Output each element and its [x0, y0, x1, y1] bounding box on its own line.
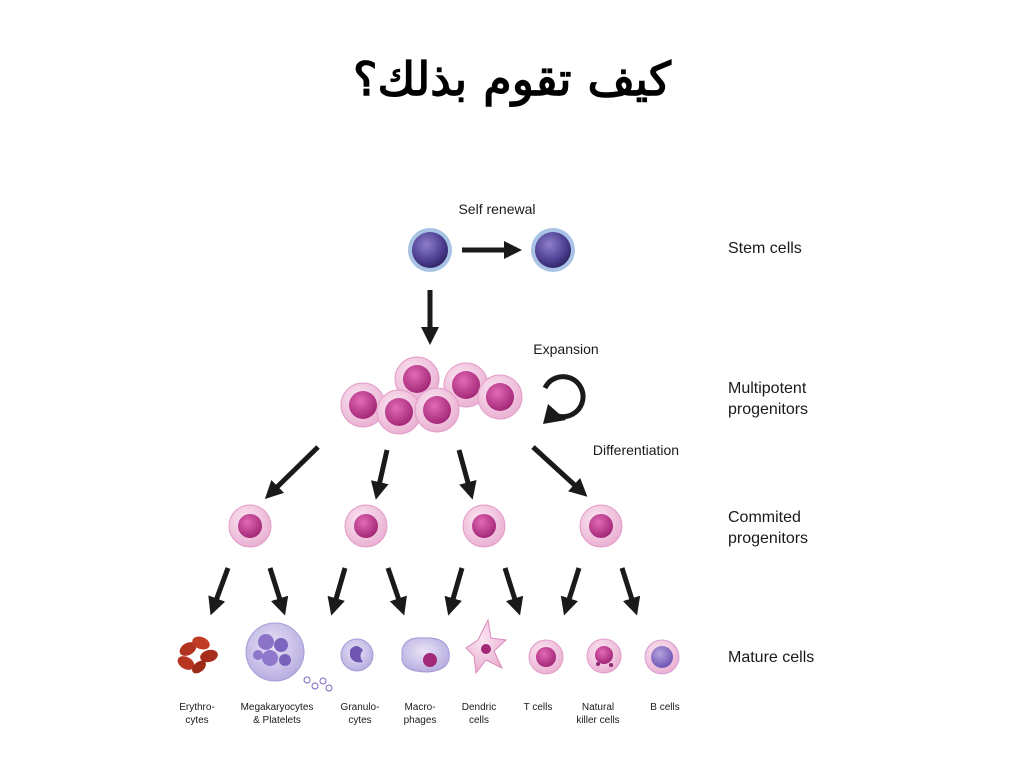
- row-label-committed-1: Commited: [728, 509, 801, 526]
- committed-progenitor: [344, 504, 388, 548]
- mature-label-t-cells-1: T cells: [524, 702, 553, 713]
- committed-progenitor: [228, 504, 272, 548]
- dendritic-cell: [465, 618, 508, 675]
- page-title: كيف تقوم بذلك؟: [353, 52, 671, 106]
- row-label-committed-2: progenitors: [728, 530, 808, 547]
- erythrocytes-cell: [177, 636, 218, 674]
- committed-progenitor: [579, 504, 623, 548]
- mature-label-macrophages-2: phages: [404, 715, 437, 726]
- self-renewal-label: Self renewal: [458, 201, 535, 217]
- megakaryocyte-cell: [245, 622, 333, 692]
- granulocyte-cell: [340, 638, 374, 672]
- mature-label-megakaryocytes-2: & Platelets: [253, 715, 301, 726]
- stem-cell-right: [531, 228, 575, 272]
- row-label-mature: Mature cells: [728, 649, 814, 666]
- macrophage-cell: [401, 637, 450, 673]
- mature-label-megakaryocytes-1: Megakaryocytes: [241, 702, 314, 713]
- mature-label-macrophages-1: Macro-: [404, 702, 435, 713]
- row-label-stem: Stem cells: [728, 240, 802, 257]
- mature-cell-labels: Erythro- cytes Megakaryocytes & Platelet…: [179, 702, 680, 726]
- maturation-arrows: [208, 567, 641, 616]
- b-cell: [644, 639, 680, 675]
- mature-label-erythrocytes-1: Erythro-: [179, 702, 215, 713]
- differentiation-arrows: [264, 445, 588, 500]
- mature-label-granulocytes-1: Granulo-: [341, 702, 380, 713]
- mature-label-b-cells-1: B cells: [650, 702, 679, 713]
- differentiation-label: Differentiation: [593, 442, 679, 458]
- row-label-multipotent-2: progenitors: [728, 401, 808, 418]
- expansion-loop-icon: [542, 374, 586, 424]
- mature-label-dendritic-2: cells: [469, 715, 489, 726]
- t-cell: [528, 639, 564, 675]
- row-label-multipotent-1: Multipotent: [728, 380, 807, 397]
- mature-label-erythrocytes-2: cytes: [185, 715, 208, 726]
- mature-label-nk-2: killer cells: [576, 715, 619, 726]
- expansion-label: Expansion: [533, 341, 598, 357]
- mature-label-nk-1: Natural: [582, 702, 614, 713]
- stem-cell-left: [408, 228, 452, 272]
- natural-killer-cell: [586, 638, 622, 674]
- mature-label-granulocytes-2: cytes: [348, 715, 371, 726]
- row-labels: Stem cells Multipotent progenitors Commi…: [728, 240, 814, 666]
- multipotent-cluster: [340, 356, 523, 435]
- committed-progenitor: [462, 504, 506, 548]
- mature-label-dendritic-1: Dendric: [462, 702, 496, 713]
